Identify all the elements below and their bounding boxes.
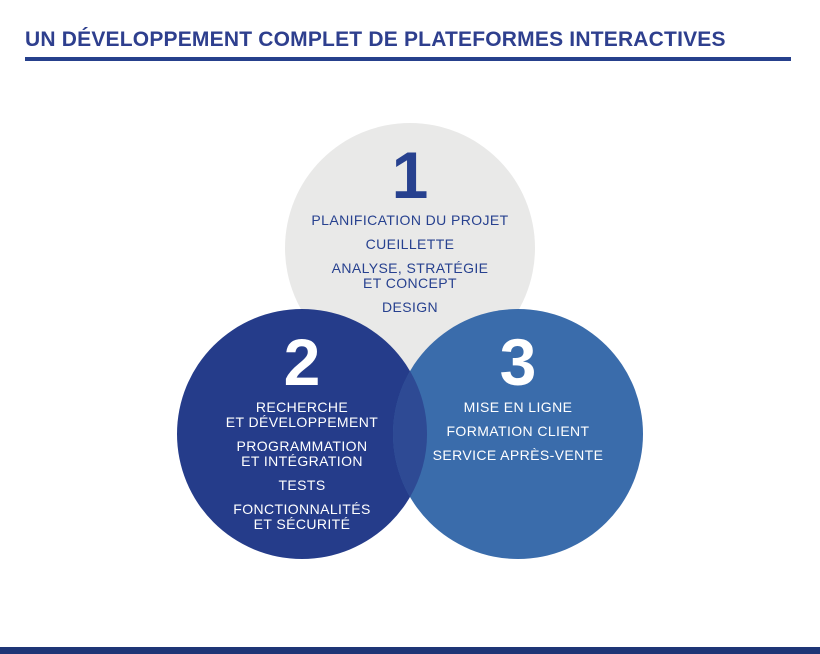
step-2-number: 2 (283, 325, 321, 399)
step-item: ANALYSE, STRATÉGIE ET CONCEPT (331, 260, 489, 291)
step-item: CUEILLETTE (365, 236, 455, 252)
step-1-number: 1 (391, 138, 429, 212)
step-item: FONCTIONNALITÉS ET SÉCURITÉ (233, 501, 371, 532)
step-1: 1 PLANIFICATION DU PROJET CUEILLETTE ANA… (270, 138, 550, 324)
step-item: DESIGN (381, 299, 439, 315)
step-item: SERVICE APRÈS-VENTE (432, 447, 604, 463)
step-2-items: RECHERCHE ET DÉVELOPPEMENT PROGRAMMATION… (162, 400, 442, 532)
step-1-items: PLANIFICATION DU PROJET CUEILLETTE ANALY… (270, 213, 550, 315)
step-item: RECHERCHE ET DÉVELOPPEMENT (225, 399, 379, 430)
step-item: TESTS (278, 477, 326, 493)
step-2: 2 RECHERCHE ET DÉVELOPPEMENT PROGRAMMATI… (162, 325, 442, 541)
circle-step-2 (177, 309, 427, 559)
step-3: 3 MISE EN LIGNE FORMATION CLIENT SERVICE… (378, 325, 658, 472)
page-title: UN DÉVELOPPEMENT COMPLET DE PLATEFORMES … (25, 28, 726, 51)
step-item: FORMATION CLIENT (446, 423, 590, 439)
step-3-items: MISE EN LIGNE FORMATION CLIENT SERVICE A… (378, 400, 658, 463)
title-underline (25, 57, 791, 61)
bottom-bar (0, 647, 820, 654)
step-3-number: 3 (499, 325, 537, 399)
step-item: PLANIFICATION DU PROJET (311, 212, 509, 228)
step-item: PROGRAMMATION ET INTÉGRATION (236, 438, 368, 469)
circle-step-1 (285, 123, 535, 373)
circle-step-3 (393, 309, 643, 559)
step-item: MISE EN LIGNE (463, 399, 573, 415)
overlap-2-3-lens (392, 371, 428, 497)
